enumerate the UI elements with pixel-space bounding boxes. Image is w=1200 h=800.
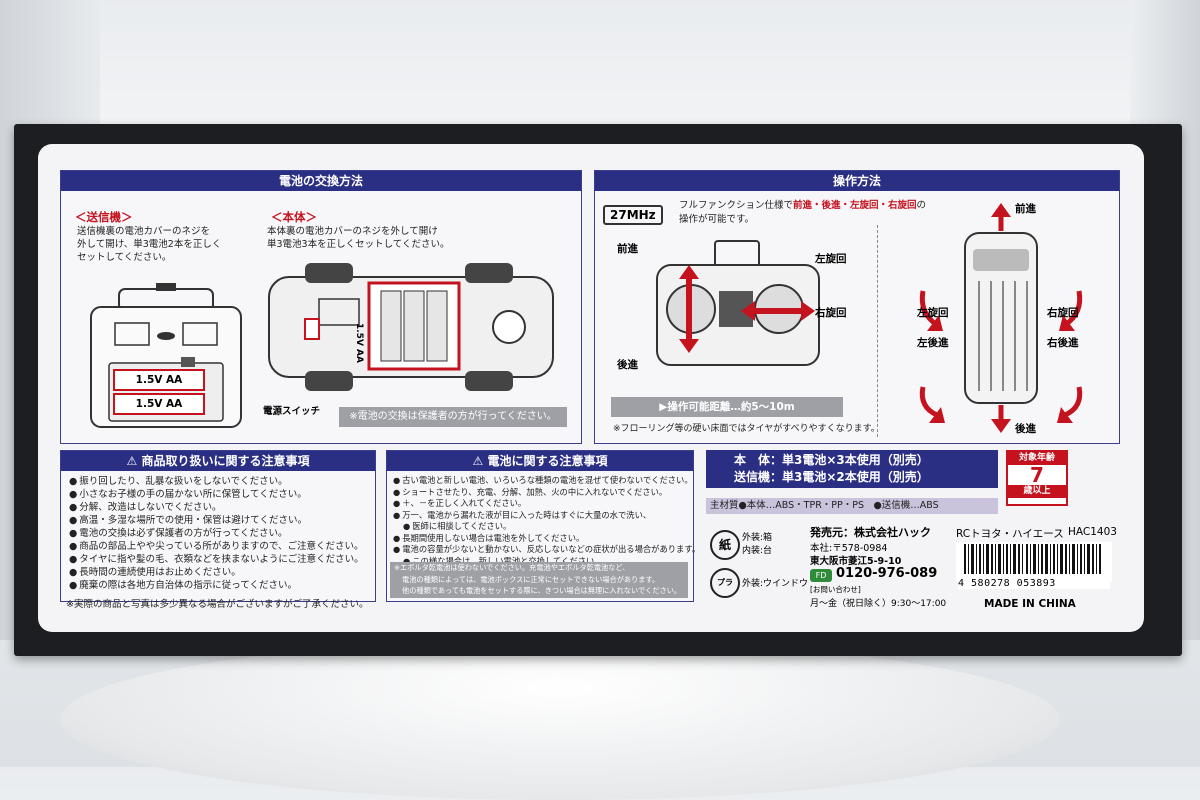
handling-section: ⚠ 商品取り扱いに関する注意事項 振り回したり、乱暴な扱いをしないでください。 … (60, 450, 376, 602)
paper-outer-label: 外装:箱 (742, 533, 773, 543)
evolta-note-line: 他の種類であっても電池をセットする際に、きつい場合は無理に入れないでください。 (402, 586, 682, 595)
battery-section-title: 電池の交換方法 (61, 171, 581, 191)
guardian-note: ※電池の交換は保護者の方が行ってください。 (339, 407, 567, 427)
evolta-note: ※エボルタ乾電池は使わないでください。充電池やエボルタ乾電池など、 電池の種類に… (390, 562, 688, 598)
range-label: ▶操作可能距離…約5～10m (611, 397, 843, 417)
handling-item: 電池の交換は必ず保護者の方が行ってください。 (69, 527, 364, 540)
product-name: RCトヨタ・ハイエース (956, 528, 1064, 540)
battery-caution-item: この様な場合は、新しい電池と交換してください。 (393, 556, 700, 568)
material-info: 主材質●本体…ABS・TPR・PP・PS ●送信機…ABS (706, 498, 998, 514)
made-in-label: MADE IN CHINA (984, 598, 1076, 610)
transmitter-text-2: 外して開け、単3電池2本を正しく (77, 239, 222, 250)
spec-line-body: 本 体：単3電池×3本使用（別売） (734, 453, 929, 467)
spec-line-transmitter: 送信機：単3電池×2本使用（別売） (734, 470, 929, 484)
handling-item: タイヤに指や髪の毛、衣類などを挟まないようにご注意ください。 (69, 553, 363, 566)
ctrl-backward-label: 後進 (617, 359, 638, 371)
operation-desc-2: 操作が可能です。 (679, 214, 755, 225)
freedial-icon: FD (810, 569, 832, 582)
handling-item: 振り回したり、乱暴な扱いをしないでください。 (69, 475, 364, 488)
van-left-back-label: 左後進 (917, 337, 949, 349)
tx-battery-cell-1: 1.5V AA (113, 369, 205, 391)
controller-illustration (656, 240, 820, 366)
ctrl-forward-label: 前進 (617, 243, 638, 255)
battery-caution-title: ⚠ 電池に関する注意事項 (387, 451, 693, 471)
operation-desc-pre: フルファンクション仕様で (679, 200, 794, 211)
seller-name: 発売元：株式会社ハック (810, 526, 931, 539)
plastic-recycle-icon: プラ (710, 568, 740, 598)
battery-caution-item: 長期間使用しない場合は電池を外してください。 (393, 533, 700, 545)
van-right-back-label: 右後進 (1047, 337, 1079, 349)
age-badge-bottom: 歳以上 (1008, 485, 1066, 498)
handling-title: ⚠ 商品取り扱いに関する注意事項 (61, 451, 375, 471)
seller-address-2: 東大阪市菱江5-9-10 (810, 556, 902, 567)
seller-hours: 月～金（祝日除く）9:30～17:00 (810, 599, 947, 609)
battery-caution-item: ＋、－を正しく入れてください。 (393, 498, 700, 510)
operation-desc-post: の (916, 200, 927, 211)
age-badge: 対象年齢 7 歳以上 (1006, 450, 1068, 506)
seller-phone: 0120-976-089 (836, 566, 938, 581)
floor-note: ※フローリング等の硬い床面ではタイヤがすべりやすくなります。 (613, 424, 880, 434)
body-text-2: 単3電池3本を正しくセットしてください。 (267, 239, 450, 250)
battery-caution-title-text: 電池に関する注意事項 (487, 454, 608, 468)
van-backward-label: 後進 (1015, 423, 1036, 435)
operation-desc-red: 前進・後進・左旋回・右旋回 (793, 200, 917, 211)
van-topview-illustration (919, 203, 1083, 433)
paper-inner-label: 内装:台 (742, 546, 773, 556)
van-right-turn-label: 右旋回 (1047, 307, 1079, 319)
transmitter-text-3: セットしてください。 (77, 252, 172, 263)
age-badge-top: 対象年齢 (1008, 452, 1066, 465)
operation-section: 操作方法 27MHz フルファンクション仕様で前進・後進・左旋回・右旋回の 操作… (594, 170, 1120, 444)
barcode-number: 4 580278 053893 (958, 578, 1110, 589)
battery-caution-item: ショートさせたり、充電、分解、加熱、火の中に入れないでください。 (393, 487, 700, 499)
handling-title-text: 商品取り扱いに関する注意事項 (141, 454, 310, 468)
van-left-turn-label: 左旋回 (917, 307, 949, 319)
battery-caution-item: 古い電池と新しい電池、いろいろな種類の電池を混ぜて使わないでください。 (393, 475, 700, 487)
battery-section: 電池の交換方法 ＜送信機＞ 送信機裏の電池カバーのネジを 外して開け、単3電池2… (60, 170, 582, 444)
body-heading: ＜本体＞ (271, 210, 317, 224)
handling-list: 振り回したり、乱暴な扱いをしないでください。 小さなお子様の手の届かない所に保管… (69, 475, 364, 592)
handling-item: 高温・多湿な場所での使用・保管は避けてください。 (69, 514, 364, 527)
instruction-panel: 電池の交換方法 ＜送信機＞ 送信機裏の電池カバーのネジを 外して開け、単3電池2… (38, 144, 1144, 632)
body-text-1: 本体裏の電池カバーのネジを外して開け (267, 226, 438, 237)
barcode (956, 542, 1112, 582)
product-code: HAC1403 (1068, 526, 1117, 538)
ctrl-left-label: 左旋回 (815, 253, 847, 265)
operation-section-title: 操作方法 (595, 171, 1119, 191)
handling-item: 商品の部品上やや尖っている所がありますので、ご注意ください。 (69, 540, 364, 553)
battery-caution-item: 電池の容量が少ないと動かない、反応しないなどの症状が出る場合があります。 (393, 544, 700, 556)
evolta-note-line: ※エボルタ乾電池は使わないでください。充電池やエボルタ乾電池など、 (394, 563, 630, 572)
transmitter-heading: ＜送信機＞ (75, 210, 133, 224)
ctrl-right-label: 右旋回 (815, 307, 847, 319)
paper-recycle-icon: 紙 (710, 530, 740, 560)
van-forward-label: 前進 (1015, 203, 1036, 215)
frequency-badge: 27MHz (603, 205, 663, 225)
handling-item: 廃棄の際は各地方自治体の指示に従ってください。 (69, 579, 364, 592)
display-stand (60, 640, 1060, 800)
tx-battery-cell-2: 1.5V AA (113, 393, 205, 415)
seller-address-1: 本社:〒578-0984 (810, 543, 888, 554)
evolta-note-line: 電池の種類によっては、電池ボックスに正常にセットできない場合があります。 (402, 574, 660, 584)
handling-item: 長時間の連続使用はお止めください。 (69, 566, 364, 579)
photo-disclaimer: ※実際の商品と写真は多少異なる場合がございますがご了承ください。 (66, 599, 369, 610)
car-underside-illustration (268, 263, 554, 391)
operation-divider (877, 225, 878, 437)
plastic-label: 外装:ウインドウ (742, 579, 809, 589)
transmitter-text-1: 送信機裏の電池カバーのネジを (77, 226, 211, 237)
operation-desc-1: フルファンクション仕様で前進・後進・左旋回・右旋回の (679, 199, 926, 213)
battery-caution-list: 古い電池と新しい電池、いろいろな種類の電池を混ぜて使わないでください。 ショート… (393, 475, 700, 567)
battery-spec-box: 本 体：単3電池×3本使用（別売） 送信機：単3電池×2本使用（別売） (706, 450, 998, 488)
age-badge-number: 7 (1030, 463, 1044, 487)
inquiry-label: [お問い合わせ] (810, 585, 861, 594)
power-switch-label: 電源スイッチ (263, 406, 321, 417)
body-battery-cell: 1.5V AA (354, 323, 364, 363)
handling-item: 小さなお子様の手の届かない所に保管してください。 (69, 488, 364, 501)
battery-caution-item: 医師に相談してください。 (393, 521, 700, 533)
handling-item: 分解、改造はしないでください。 (69, 501, 364, 514)
battery-caution-item: 万一、電池から漏れた液が目に入った時はすぐに大量の水で洗い、 (393, 510, 700, 522)
